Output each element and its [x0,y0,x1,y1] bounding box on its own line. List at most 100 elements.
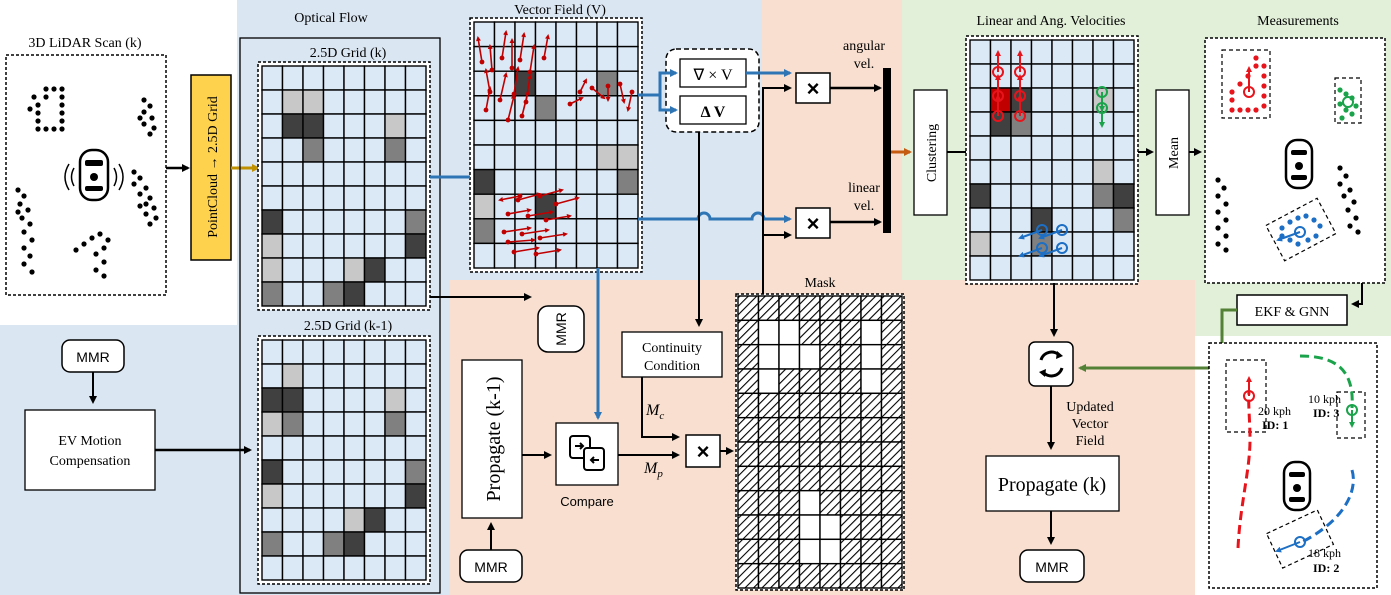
mask-cell [860,368,883,395]
grid-k-cell [322,185,345,211]
grid-k-cell [384,65,407,91]
mask-cell [839,392,862,419]
vector-field-cell [473,168,496,195]
grid-k1-cell [404,435,427,461]
velocities-grid-cell [1010,159,1033,185]
grid-k-cell [363,185,386,211]
grid-k1-cell [363,411,386,437]
velocities-grid-cell [969,87,992,113]
mask-cell [778,416,801,443]
velocities-grid-cell [1112,183,1135,209]
vector-field-cell [534,119,557,146]
lidar-title: 3D LiDAR Scan (k) [28,36,141,51]
multiply-mask-symbol: × [697,439,710,464]
grid-k1-cell [281,507,304,533]
mask-cell [778,343,801,370]
grid-k-cell [281,161,304,187]
mmr-block-middle [537,305,585,353]
grid-k-cell [302,257,325,283]
mask-cell [860,392,883,419]
velocities-grid-cell [969,231,992,257]
grid-k1-cell [384,459,407,485]
grid-k-cell [384,209,407,235]
velocities-grid-cell [1092,111,1115,137]
measurements-title: Measurements [1257,14,1339,29]
velocities-grid-cell [1112,111,1135,137]
velocities-title: Linear and Ang. Velocities [976,14,1125,29]
grid-k-cell [261,113,284,139]
vector-field-cell [514,70,537,97]
mask-cell [880,489,903,516]
velocities-grid-cell [1112,207,1135,233]
vector-field-cell [596,45,619,72]
ego-car-icon-measurements [1284,138,1314,190]
vector-field-cell [555,242,578,269]
mask-cell [860,562,883,589]
velocities-grid-cell [1092,183,1115,209]
vector-field-cell [596,21,619,48]
mc-label: Mc [645,402,664,422]
mask-cell [737,319,760,346]
vector-field-cell [514,144,537,171]
propagate-k-label: Propagate (k) [998,474,1106,496]
grid-k-cell [322,209,345,235]
track-3: 10 kph ID: 3 [1299,354,1366,439]
grid-k1-cell [343,555,366,581]
velocities-grid-cell [1092,39,1115,65]
grid-k1-cell [281,339,304,365]
vector-field-cell [616,144,639,171]
grid-k-cell [343,185,366,211]
grid-k-cell [404,89,427,115]
grid-k-cell [363,89,386,115]
velocities-grid-cell [969,135,992,161]
velocities-grid-cell [1092,231,1115,257]
grid-k1-cell [404,411,427,437]
grid-k1-cell [261,483,284,509]
propagate-k-block [985,455,1120,512]
velocities-grid-cell [1030,111,1053,137]
grid-k-cell [281,209,304,235]
velocities-grid-cell [1030,159,1053,185]
mask-cell [798,295,821,322]
grid-k-cell [281,257,304,283]
velocities-grid-cell [1112,39,1135,65]
vector-field-cell [616,218,639,245]
grid-k-cell [404,233,427,259]
mask-cell [880,319,903,346]
vector-field-cell [493,168,516,195]
grid-k1-cell [261,459,284,485]
vector-field-cell [473,144,496,171]
mask-cell [778,319,801,346]
mask-cell [880,465,903,492]
grid-k-cell [343,233,366,259]
update-block [1028,341,1074,387]
grid-k1-cell [302,411,325,437]
grid-k1-cell [363,339,386,365]
vector-field-cell [473,21,496,48]
vector-field-cell [596,144,619,171]
vector-field-cell [555,45,578,72]
grid-k-cell [302,161,325,187]
grid-k-cell [343,257,366,283]
grid-k-cell [384,161,407,187]
mask-cell [860,295,883,322]
grid-k-cell [363,281,386,307]
vector-field-cell [493,119,516,146]
mask-cell [839,538,862,565]
track-3-speed: 10 kph [1308,392,1341,406]
mask-cell [839,319,862,346]
mask-cell [860,489,883,516]
grid-k-cell [384,89,407,115]
grid-k-minus-1 [257,335,431,585]
vector-field-cell [616,242,639,269]
grid-k-cell [384,113,407,139]
mask-cell [798,416,821,443]
velocities-grid-cell [1051,39,1074,65]
grid-k1-cell [281,387,304,413]
velocities-grid-cell [969,159,992,185]
mask-title: Mask [804,276,835,291]
velocities-grid-cell [989,231,1012,257]
mean-block [1155,89,1190,216]
grid-k-cell [261,257,284,283]
grid-k-cell [404,161,427,187]
